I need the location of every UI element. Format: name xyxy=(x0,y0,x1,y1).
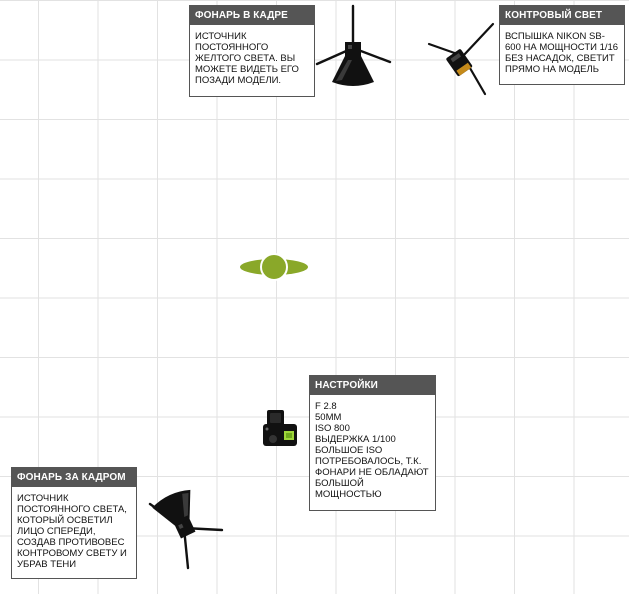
studio-lamp-icon xyxy=(146,486,226,572)
lamp-out-of-frame-card: ФОНАРЬ ЗА КАДРОМ ИСТОЧНИК ПОСТОЯННОГО СВ… xyxy=(11,467,137,579)
contour-light-card: КОНТРОВЫЙ СВЕТ ВСПЫШКА NIKON SB-600 НА М… xyxy=(499,5,625,85)
lamp-in-frame-text: ИСТОЧНИК ПОСТОЯННОГО ЖЕЛТОГО СВЕТА. ВЫ М… xyxy=(195,31,299,86)
model-top-view-icon xyxy=(238,253,310,281)
settings-card: НАСТРОЙКИ F 2.8 50MM ISO 800 ВЫДЕРЖКА 1/… xyxy=(309,375,436,511)
lamp-out-of-frame-text: ИСТОЧНИК ПОСТОЯННОГО СВЕТА, КОТОРЫЙ ОСВЕ… xyxy=(17,493,127,570)
speedlight-flash-icon xyxy=(427,22,499,98)
contour-light-text: ВСПЫШКА NIKON SB-600 НА МОЩНОСТИ 1/16 БЕ… xyxy=(505,31,619,75)
camera-icon xyxy=(262,408,298,450)
lamp-in-frame-card: ФОНАРЬ В КАДРЕ ИСТОЧНИК ПОСТОЯННОГО ЖЕЛТ… xyxy=(189,5,315,97)
settings-title: НАСТРОЙКИ xyxy=(310,376,435,395)
lamp-out-of-frame-title: ФОНАРЬ ЗА КАДРОМ xyxy=(12,468,136,487)
lamp-in-frame-title: ФОНАРЬ В КАДРЕ xyxy=(190,6,314,25)
contour-light-title: КОНТРОВЫЙ СВЕТ xyxy=(500,6,624,25)
settings-text: F 2.8 50MM ISO 800 ВЫДЕРЖКА 1/100 БОЛЬШО… xyxy=(315,401,429,500)
studio-lamp-icon xyxy=(312,4,396,94)
